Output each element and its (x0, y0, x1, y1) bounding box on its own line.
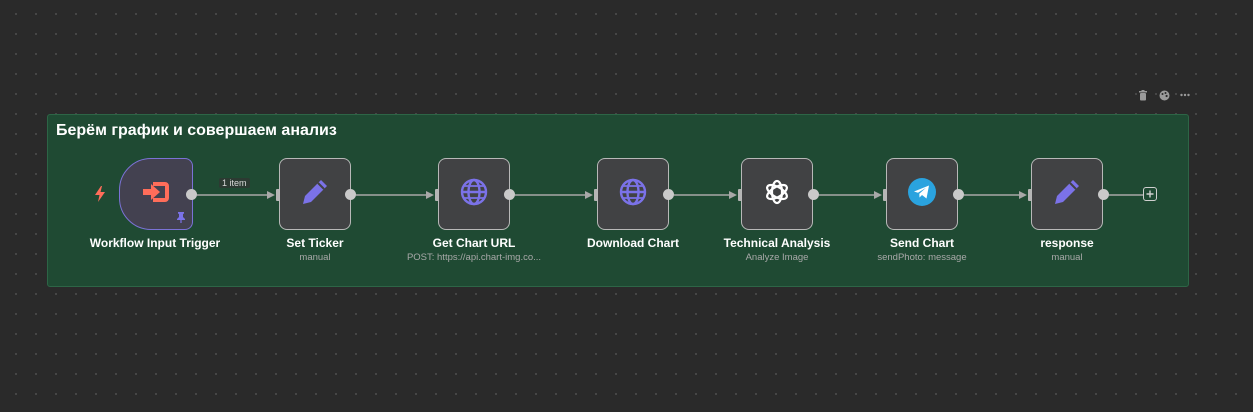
more-icon[interactable] (1178, 88, 1192, 102)
pencil-icon (1052, 177, 1082, 212)
input-handle[interactable] (276, 189, 281, 201)
node-label: Set Ticker (286, 236, 344, 250)
telegram-icon (907, 177, 937, 212)
node-subtitle: sendPhoto: message (877, 252, 967, 263)
pin-icon[interactable] (175, 210, 187, 228)
input-handle[interactable] (594, 189, 599, 201)
sign-in-icon (141, 180, 171, 209)
output-handle[interactable] (953, 189, 964, 200)
node-download-chart[interactable] (597, 158, 669, 230)
node-subtitle: manual (1051, 252, 1083, 263)
node-label: response (1040, 236, 1094, 250)
node-subtitle: Analyze Image (745, 252, 809, 263)
input-handle[interactable] (435, 189, 440, 201)
trash-icon[interactable] (1136, 88, 1150, 102)
node-label: Get Chart URL (432, 236, 516, 250)
openai-icon (761, 176, 793, 213)
node-response[interactable] (1031, 158, 1103, 230)
globe-icon (459, 177, 489, 212)
node-set-ticker[interactable] (279, 158, 351, 230)
item-count-badge: 1 item (219, 178, 250, 188)
sticky-note-title: Берём график и совершаем анализ (56, 122, 337, 139)
node-label: Technical Analysis (723, 236, 831, 250)
sticky-toolbar (1136, 88, 1192, 102)
node-subtitle: POST: https://api.chart-img.co... (406, 252, 542, 263)
node-get-chart-url[interactable] (438, 158, 510, 230)
palette-icon[interactable] (1157, 88, 1171, 102)
plus-icon (1146, 185, 1154, 203)
input-handle[interactable] (1028, 189, 1033, 201)
node-label: Download Chart (587, 236, 679, 250)
globe-icon (618, 177, 648, 212)
output-handle[interactable] (504, 189, 515, 200)
output-handle[interactable] (345, 189, 356, 200)
output-handle[interactable] (808, 189, 819, 200)
node-subtitle: manual (299, 252, 331, 263)
output-handle[interactable] (663, 189, 674, 200)
output-handle[interactable] (1098, 189, 1109, 200)
lightning-icon (95, 186, 105, 207)
input-handle[interactable] (883, 189, 888, 201)
add-node-button[interactable] (1143, 187, 1157, 201)
node-label: Send Chart (889, 236, 954, 250)
pencil-icon (300, 177, 330, 212)
output-handle[interactable] (186, 189, 197, 200)
node-send-chart[interactable] (886, 158, 958, 230)
input-handle[interactable] (738, 189, 743, 201)
node-label: Workflow Input Trigger (89, 236, 221, 250)
node-technical-analysis[interactable] (741, 158, 813, 230)
